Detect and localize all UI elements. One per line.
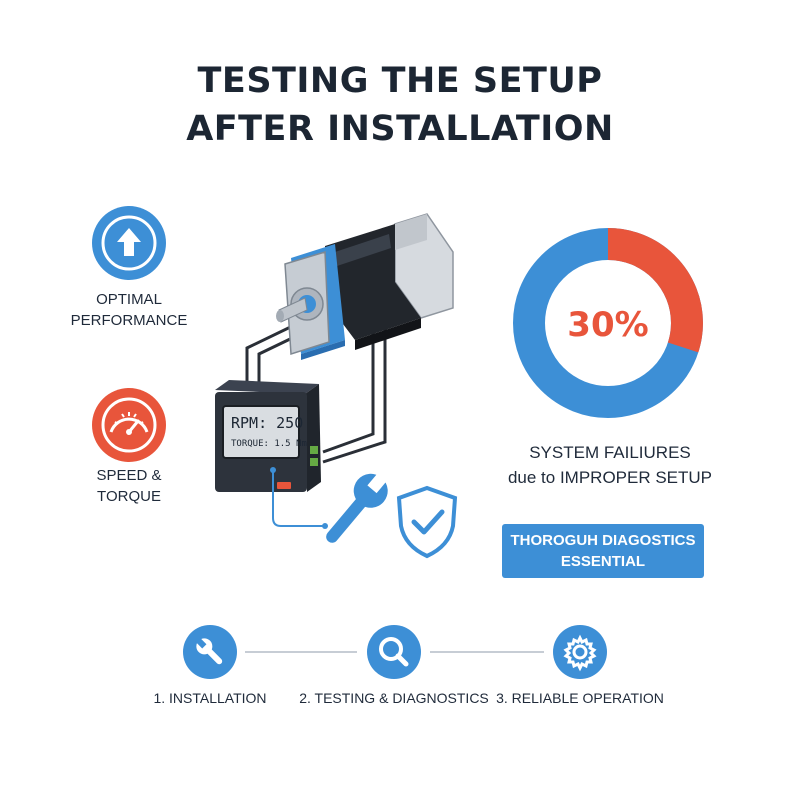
feature-2-line-2: TORQUE [97, 488, 161, 505]
donut-caption: SYSTEM FAILIURES due to IMPROPER SETUP [490, 440, 730, 490]
step-3-badge [553, 625, 607, 679]
title-line-1: TESTING THE SETUP [197, 61, 603, 101]
motor-body [276, 213, 454, 360]
optimal-performance-label: OPTIMAL PERFORMANCE [44, 289, 214, 331]
step-2-label: 2. TESTING & DIAGNOSTICS [299, 690, 489, 706]
speed-torque-label: SPEED & TORQUE [44, 465, 214, 507]
cable-4 [322, 318, 387, 464]
caption-line-2: due to IMPROPER SETUP [507, 468, 713, 487]
gear-icon [563, 634, 597, 672]
donut-percent-label: 30% [567, 305, 648, 345]
wrench-icon [195, 637, 223, 665]
step-connector-2 [430, 651, 544, 653]
donut-failure-segment [513, 228, 703, 418]
failure-donut-chart: 30% [513, 228, 703, 418]
banner-line-1: THOROGUH DIAGOSTICS [510, 532, 696, 549]
step-2-badge [367, 625, 421, 679]
up-arrow-icon [101, 215, 157, 271]
signal-wire [272, 472, 323, 527]
step-1-badge [183, 625, 237, 679]
caption-line-1: SYSTEM FAILIURES [529, 443, 691, 462]
controller-box [215, 380, 321, 492]
feature-1-line-1: OPTIMAL [96, 291, 162, 308]
magnifier-icon [379, 637, 409, 667]
performance-badge [92, 206, 166, 280]
speedometer-icon [101, 397, 157, 453]
shield-check-icon [396, 485, 458, 559]
cable-1 [245, 318, 306, 390]
step-3-label: 3. RELIABLE OPERATION [496, 690, 664, 706]
feature-2-line-1: SPEED & [96, 467, 162, 484]
step-connector-1 [245, 651, 357, 653]
motor-illustration: RPM: 250 TORQUE: 1.5 Nm [215, 213, 458, 559]
title-line-2: AFTER INSTALLATION [186, 109, 614, 149]
wrench-icon [326, 468, 391, 543]
feature-1-line-2: PERFORMANCE [70, 312, 188, 329]
cable-3 [322, 320, 375, 454]
display-torque: TORQUE: 1.5 Nm [231, 439, 307, 449]
speed-badge [92, 388, 166, 462]
banner-line-2: ESSENTIAL [560, 553, 646, 570]
step-1-label: 1. INSTALLATION [153, 690, 267, 706]
diagnostics-banner: THOROGUH DIAGOSTICS ESSENTIAL [502, 524, 704, 578]
display-rpm: RPM: 250 [231, 414, 303, 432]
